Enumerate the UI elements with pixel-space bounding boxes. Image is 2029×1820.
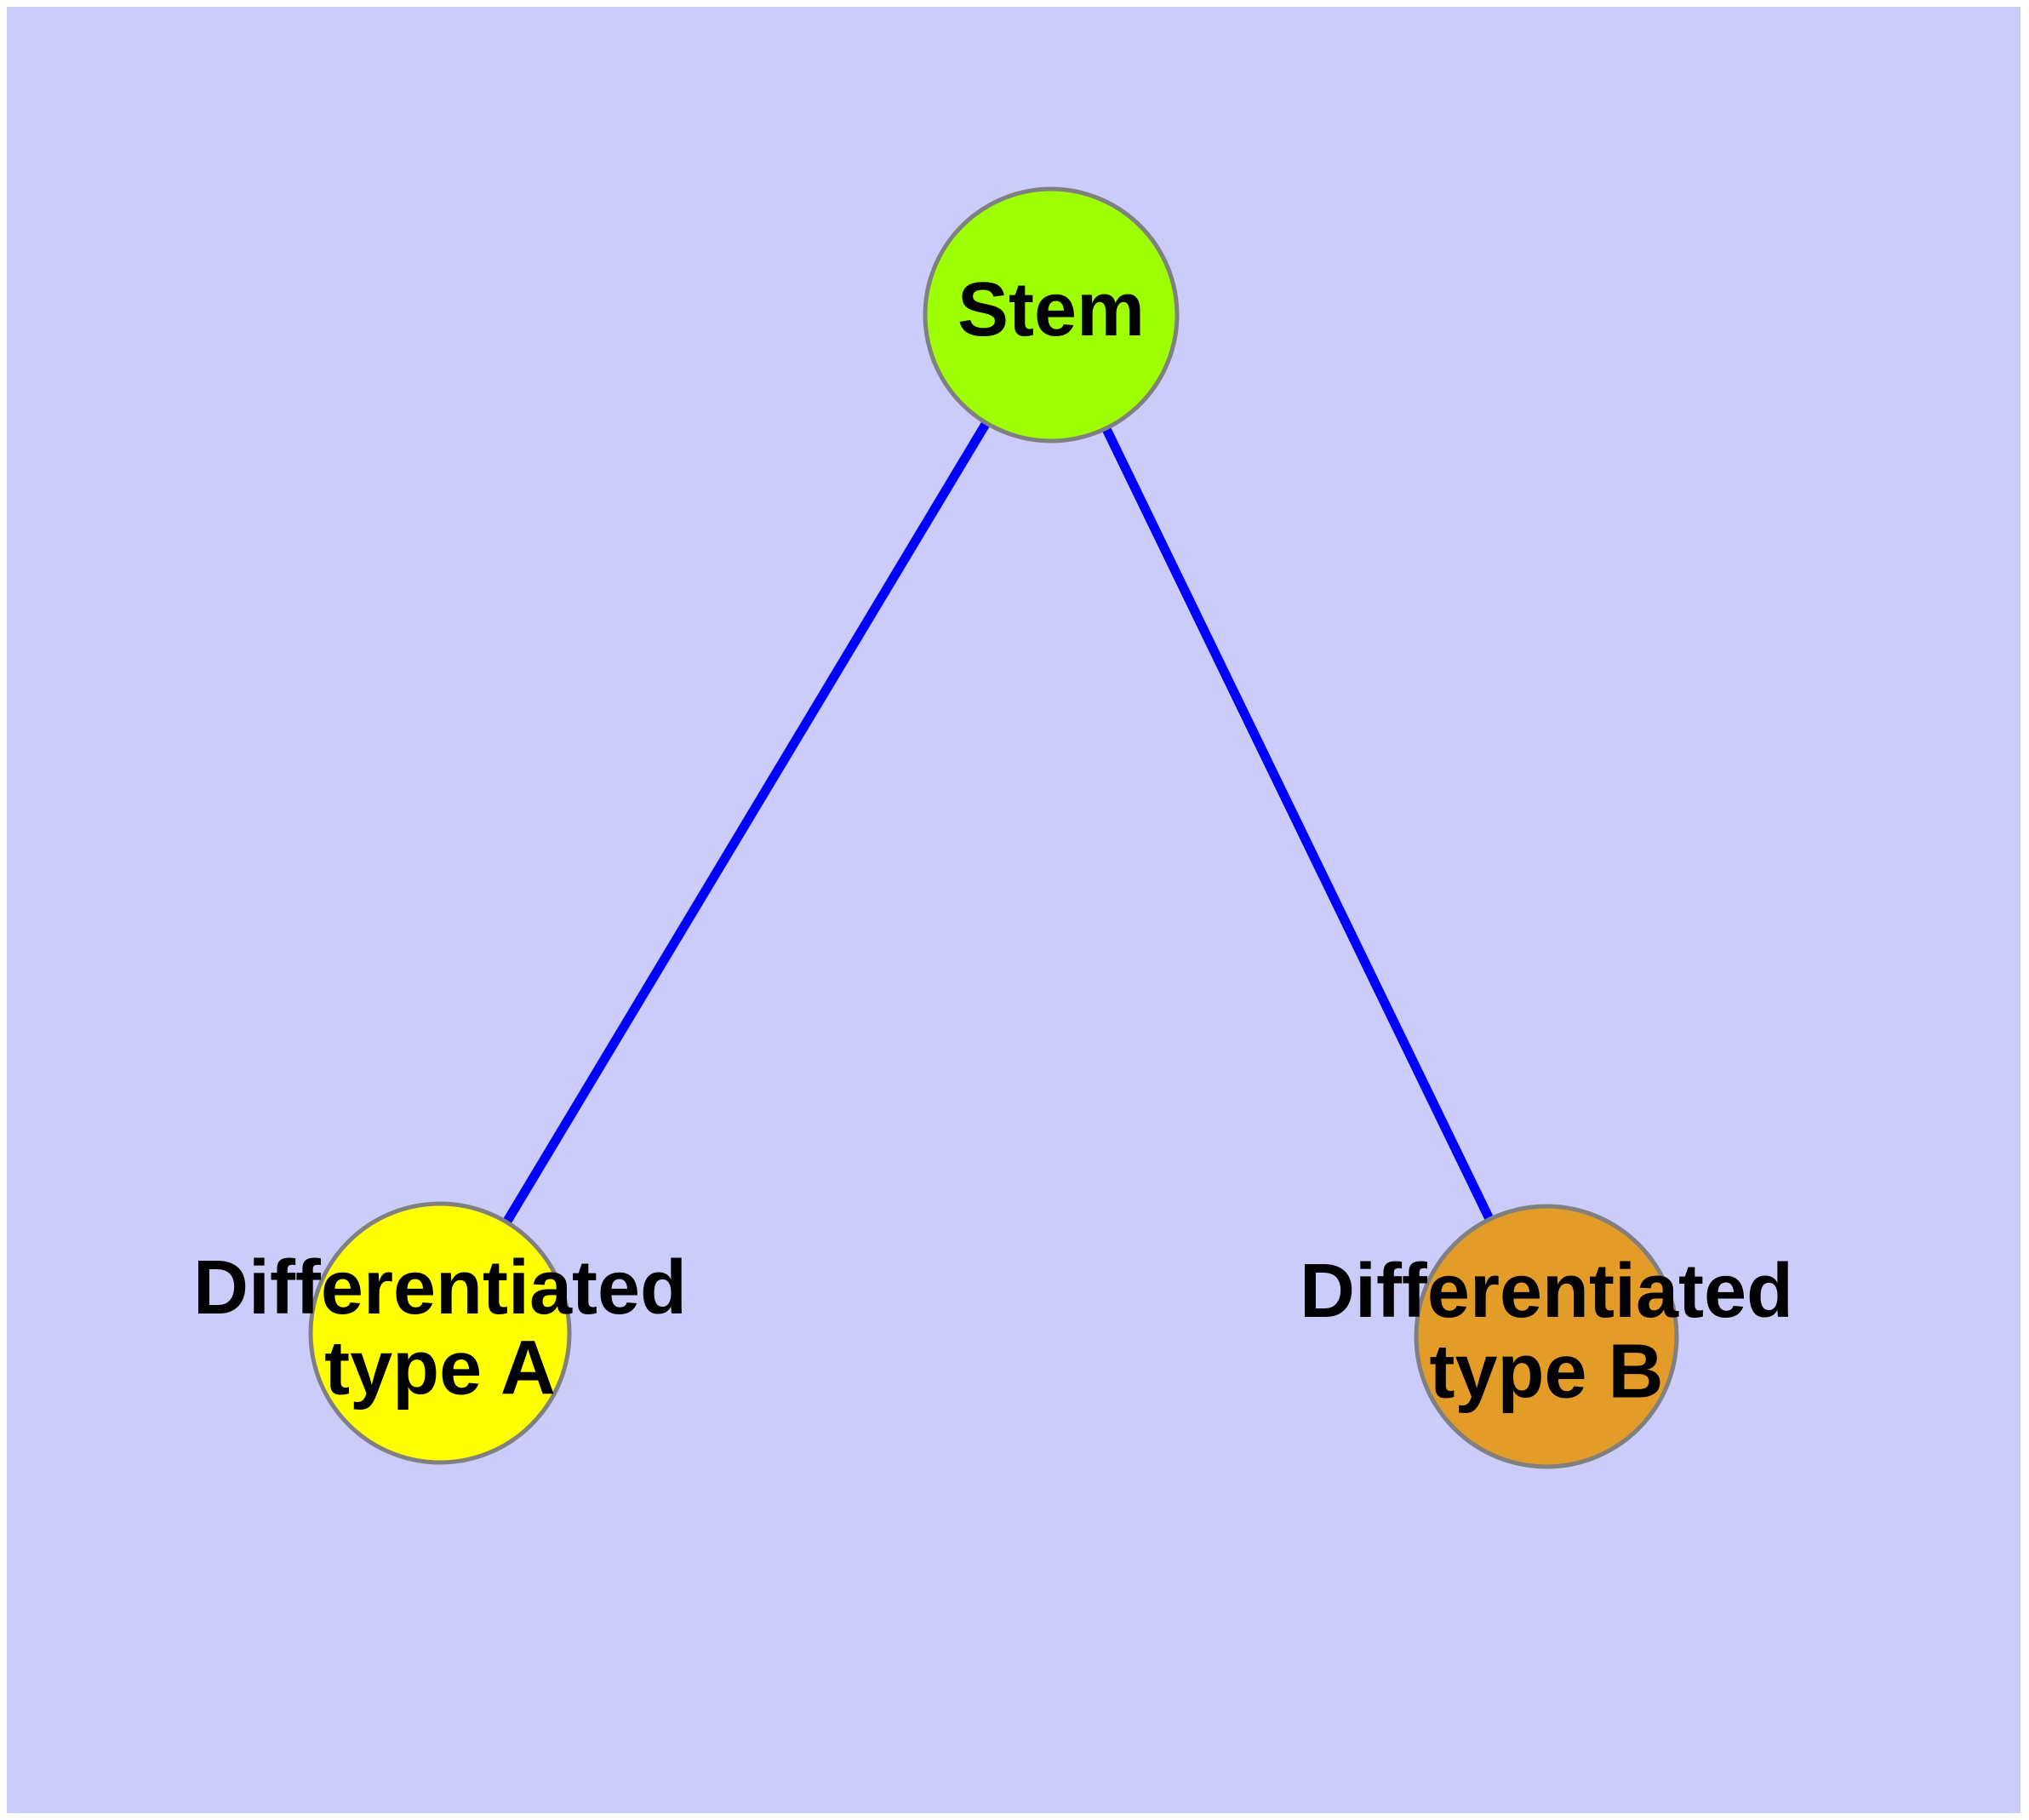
graph-edge-stem-to-a [436, 312, 1055, 1336]
graph-node-diff_a[interactable] [308, 1201, 572, 1465]
graph-edge-stem-to-b [1047, 312, 1551, 1339]
label-line: Differentiated [1300, 1249, 1793, 1334]
label-line: type A [324, 1325, 556, 1411]
label-line: Differentiated [193, 1245, 687, 1331]
node-layer [308, 186, 1679, 1469]
graph-node-stem[interactable] [923, 186, 1180, 444]
graph-node-label-stem: Stem [957, 267, 1145, 352]
label-line: Stem [957, 267, 1145, 352]
edge-layer [436, 312, 1551, 1339]
label-line: type B [1429, 1329, 1663, 1414]
graph-node-diff_b[interactable] [1414, 1204, 1679, 1469]
